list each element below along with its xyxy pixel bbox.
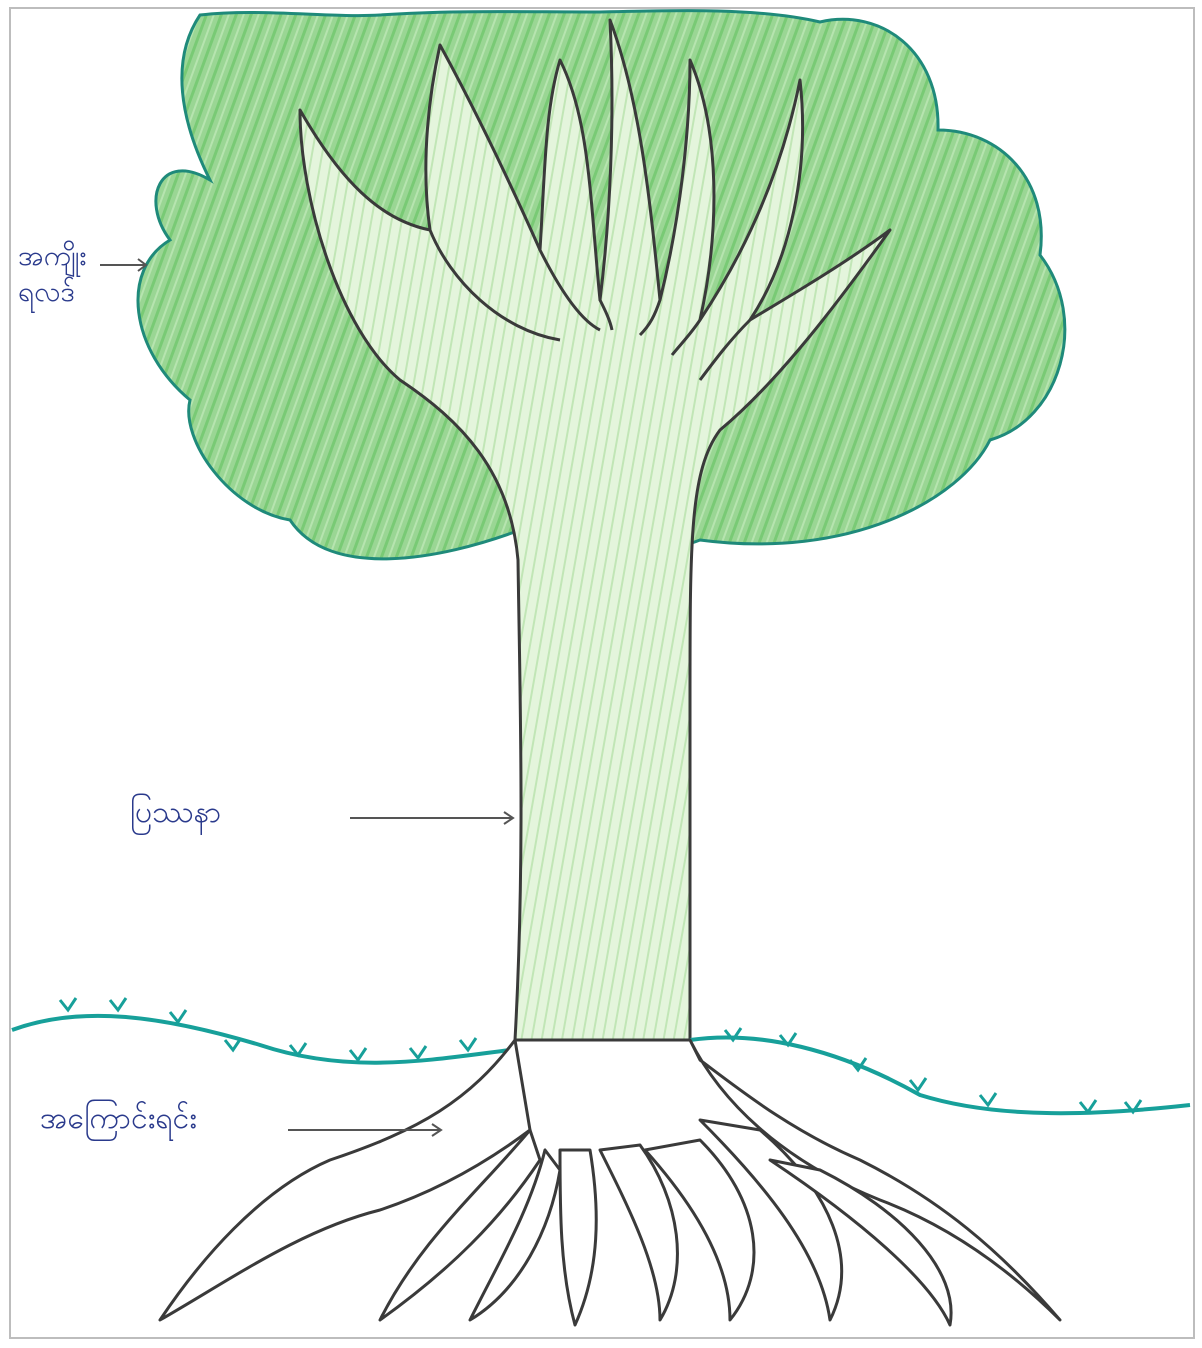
- effects-label: အကျိုး ရလဒ်: [18, 238, 98, 310]
- causes-label: အကြောင်းရင်း: [40, 1098, 197, 1143]
- problem-label: ပြဿနာ: [130, 792, 221, 837]
